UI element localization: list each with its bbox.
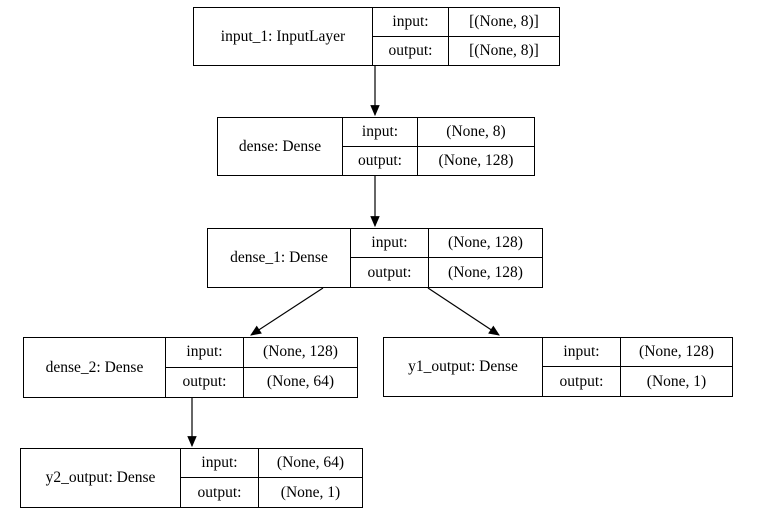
output-shape: (None, 1)	[646, 372, 707, 390]
input-label: input:	[166, 338, 244, 367]
layer-node-input_1: input_1: InputLayer input: [(None, 8)] o…	[193, 7, 560, 66]
layer-node-dense_1: dense_1: Dense input: (None, 128) output…	[207, 228, 543, 288]
output-label: output:	[351, 258, 429, 287]
output-shape: (None, 128)	[438, 151, 514, 169]
input-shape: (None, 128)	[639, 343, 714, 360]
layer-io-table: input: (None, 64) output: (None, 1)	[181, 449, 362, 507]
input-shape: (None, 8)	[446, 122, 506, 140]
layer-name: dense_2: Dense	[24, 338, 166, 397]
layer-io-table: input: (None, 128) output: (None, 64)	[166, 338, 357, 397]
layer-name: dense_1: Dense	[208, 229, 351, 287]
edge-dense_1-y1_output	[427, 287, 500, 336]
input-label: input:	[343, 118, 418, 146]
input-label: input:	[543, 338, 621, 366]
layer-node-y1_output: y1_output: Dense input: (None, 128) outp…	[383, 337, 733, 397]
layer-name: dense: Dense	[218, 118, 343, 175]
layer-io-table: input: (None, 128) output: (None, 1)	[543, 338, 732, 396]
layer-name: input_1: InputLayer	[194, 8, 373, 65]
layer-node-dense_2: dense_2: Dense input: (None, 128) output…	[23, 337, 358, 398]
output-shape: (None, 128)	[448, 263, 523, 281]
output-shape: (None, 64)	[266, 373, 335, 391]
edge-dense_1-dense_2	[250, 287, 324, 336]
layer-node-dense: dense: Dense input: (None, 8) output: (N…	[217, 117, 535, 176]
output-label: output:	[373, 36, 449, 65]
layer-io-table: input: [(None, 8)] output: [(None, 8)]	[373, 8, 559, 65]
layer-name: y2_output: Dense	[21, 449, 181, 507]
input-shape: (None, 128)	[448, 234, 523, 251]
layer-io-table: input: (None, 8) output: (None, 128)	[343, 118, 534, 175]
layer-io-table: input: (None, 128) output: (None, 128)	[351, 229, 542, 287]
input-label: input:	[351, 229, 429, 257]
output-label: output:	[543, 367, 621, 396]
input-shape: [(None, 8)]	[469, 12, 539, 30]
output-shape: [(None, 8)]	[469, 41, 539, 59]
input-label: input:	[181, 449, 259, 477]
output-label: output:	[181, 478, 259, 507]
input-shape: (None, 128)	[263, 343, 338, 361]
output-shape: (None, 1)	[280, 483, 341, 501]
input-shape: (None, 64)	[276, 454, 345, 471]
layer-node-y2_output: y2_output: Dense input: (None, 64) outpu…	[20, 448, 363, 508]
input-label: input:	[373, 8, 449, 36]
output-label: output:	[343, 146, 418, 175]
output-label: output:	[166, 367, 244, 397]
layer-name: y1_output: Dense	[384, 338, 543, 396]
